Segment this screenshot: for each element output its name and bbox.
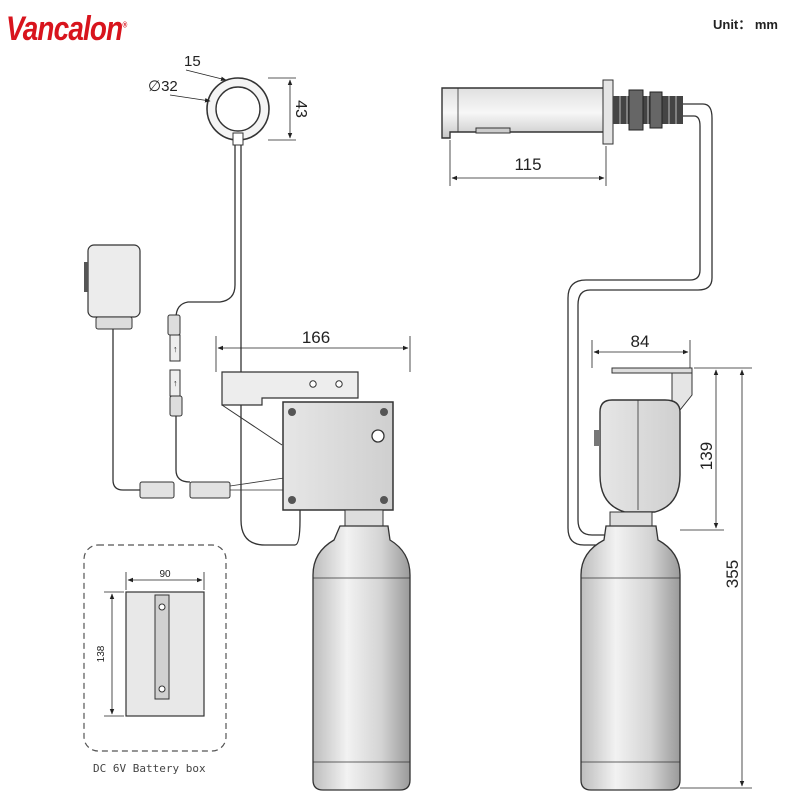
dim-ring-height: 43 <box>292 100 309 118</box>
side-bottle <box>580 511 681 791</box>
box-width-dimension: 166 <box>215 328 411 372</box>
mounting-bracket <box>221 371 359 446</box>
feed-tube <box>567 103 713 546</box>
unit-label: Unit： mm <box>712 17 778 32</box>
svg-text:↑: ↑ <box>173 378 178 388</box>
dim-box-width: 166 <box>302 328 330 347</box>
side-view: 115 84 <box>441 79 752 791</box>
battery-caption: DC 6V Battery box <box>93 762 206 775</box>
power-adapter <box>84 244 141 491</box>
dim-ring-diameter: ∅32 <box>148 78 178 95</box>
front-view: 43 15 ∅32 ↑ ↑ <box>83 53 411 791</box>
svg-text:↑: ↑ <box>173 344 178 354</box>
brand-name: Vancalon <box>6 10 123 48</box>
cable-connectors: ↑ ↑ <box>139 314 285 499</box>
dim-bracket-width: 84 <box>631 332 650 351</box>
dim-spout-length: 115 <box>514 155 541 174</box>
dim-box-height: 139 <box>697 442 716 470</box>
sensor-ring <box>206 77 270 146</box>
soap-bottle <box>312 509 411 791</box>
spout-length-dimension: 115 <box>449 140 607 186</box>
bracket-width-dimension: 84 <box>591 332 691 368</box>
dim-battery-width: 90 <box>159 569 171 580</box>
side-bracket <box>594 367 693 513</box>
dim-ring-wall: 15 <box>184 53 201 70</box>
brand-logo: Vancalon® <box>6 10 127 49</box>
registered-mark: ® <box>122 20 127 30</box>
height-dimensions: 139 355 <box>680 367 752 789</box>
battery-box: 90 138 <box>83 544 227 752</box>
dim-total-height: 355 <box>723 560 742 588</box>
spout <box>441 79 683 145</box>
control-box <box>282 401 394 511</box>
dim-battery-height: 138 <box>96 645 107 662</box>
ring-dimensions: 43 15 ∅32 <box>148 53 309 141</box>
sensor-cable <box>175 145 301 546</box>
